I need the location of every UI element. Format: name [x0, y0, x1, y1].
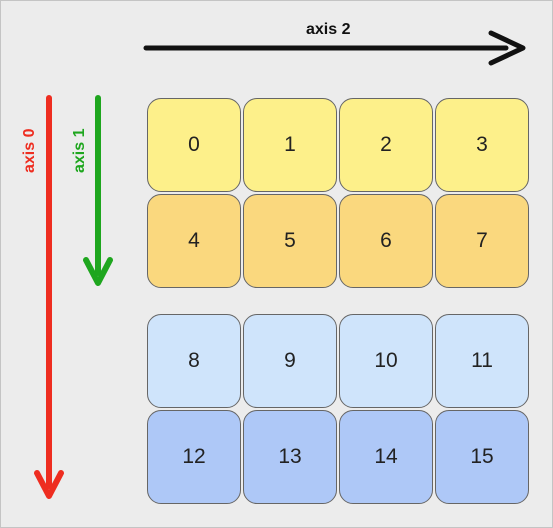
array-cell: 10 [339, 314, 433, 408]
axis-1-label: axis 1 [71, 128, 88, 173]
array-cell: 2 [339, 98, 433, 192]
array-cell: 1 [243, 98, 337, 192]
array-cell: 5 [243, 194, 337, 288]
array-cell: 3 [435, 98, 529, 192]
array-cell: 4 [147, 194, 241, 288]
array-cell: 14 [339, 410, 433, 504]
array-cell: 11 [435, 314, 529, 408]
array-cell: 0 [147, 98, 241, 192]
array-cell: 9 [243, 314, 337, 408]
axis-1-arrow [83, 95, 113, 286]
array-cell: 13 [243, 410, 337, 504]
axis-0-arrow [34, 95, 64, 499]
array-cell: 8 [147, 314, 241, 408]
array-cell: 15 [435, 410, 529, 504]
array-cell: 12 [147, 410, 241, 504]
axis-0-label: axis 0 [21, 128, 38, 173]
array-cell: 6 [339, 194, 433, 288]
array-cell: 7 [435, 194, 529, 288]
axis-2-label: axis 2 [306, 21, 351, 38]
